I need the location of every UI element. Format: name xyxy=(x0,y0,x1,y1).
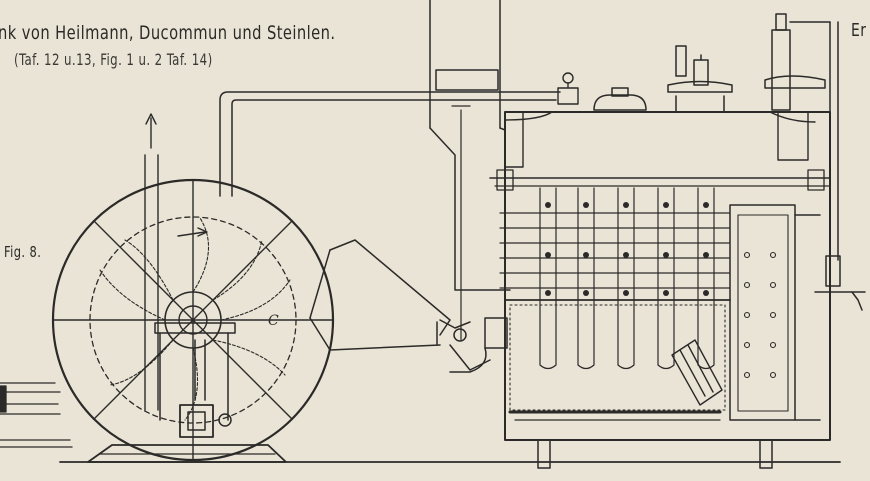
fan-outlet-duct xyxy=(309,239,451,351)
boiler-header-box xyxy=(729,204,821,421)
fan-spokes xyxy=(52,179,334,461)
burner-nozzle xyxy=(436,317,508,373)
fan-drive-engine xyxy=(154,322,236,438)
rotation-arrow xyxy=(177,231,206,237)
left-partial-machine xyxy=(0,382,73,448)
tube-rivets xyxy=(545,202,709,296)
fan-pedestal xyxy=(87,444,287,463)
boiler-body xyxy=(489,111,831,441)
air-supply-pipe xyxy=(219,91,561,197)
chimney xyxy=(429,0,511,341)
header-rivets xyxy=(743,251,777,379)
figure-label: Fig. 8. xyxy=(4,243,42,261)
boiler-legs xyxy=(537,439,773,469)
firebox-grate xyxy=(509,304,726,411)
boiler-tubes xyxy=(499,187,731,370)
fan-label: C xyxy=(268,313,280,329)
exhaust-pipe xyxy=(144,113,159,411)
drawing-title: nk von Heilmann, Ducommun und Steinlen. xyxy=(0,22,336,44)
top-fittings xyxy=(593,45,733,113)
centrifugal-fan xyxy=(51,178,335,462)
plate-reference: (Taf. 12 u.13, Fig. 1 u. 2 Taf. 14) xyxy=(14,50,213,69)
edge-text-fragment: Er xyxy=(851,20,867,41)
top-valve xyxy=(557,72,579,105)
water-gauge-column xyxy=(764,13,866,311)
